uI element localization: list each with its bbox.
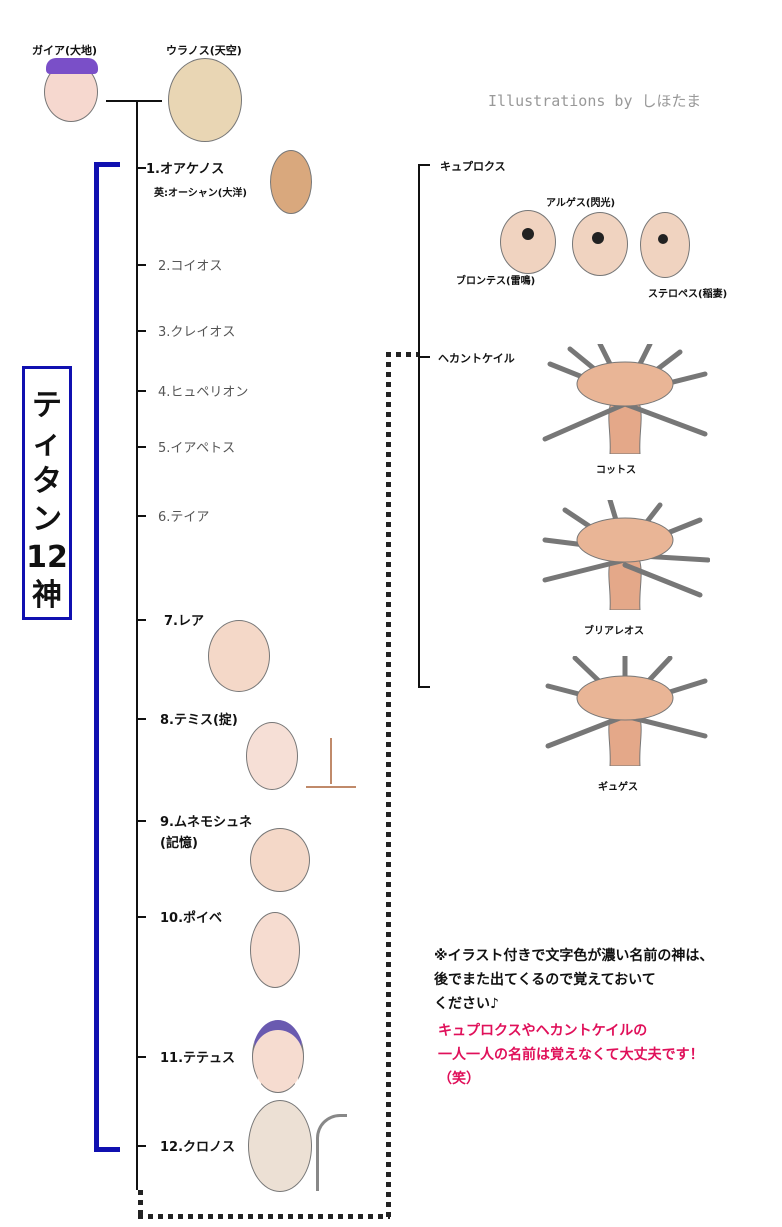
steropes-label: ステロペス(稲妻) xyxy=(648,289,728,300)
arges-label: アルゲス(閃光) xyxy=(546,198,616,209)
cronus-portrait xyxy=(248,1100,312,1192)
note-red-line-3: （笑） xyxy=(438,1071,480,1087)
ouranos-label: ウラノス(天空) xyxy=(166,44,242,57)
titan-6-label: 6.テイア xyxy=(158,510,210,525)
titan-3-label: 3.クレイオス xyxy=(158,325,236,340)
tethys-portrait xyxy=(252,1020,304,1093)
brontes-label: ブロンテス(雷鳴) xyxy=(456,276,536,287)
titan-tick-4 xyxy=(138,390,146,392)
titan-2-label: 2.コイオス xyxy=(158,259,223,274)
siblings-bracket-side xyxy=(418,164,420,688)
dotted-right-line xyxy=(386,352,391,1218)
note-line-1: ※イラスト付きで文字色が濃い名前の神は、 xyxy=(434,948,714,964)
titan-4-label: 4.ヒュペリオン xyxy=(158,385,249,400)
cyclops-eye-icon xyxy=(592,232,604,244)
note-red-line-1: キュプロクスやヘカントケイルの xyxy=(438,1023,648,1039)
titan-tick-8 xyxy=(138,718,146,720)
cottus-illustration xyxy=(542,344,708,454)
cyclops-eye-icon xyxy=(522,228,534,240)
brontes-portrait xyxy=(500,210,556,274)
titan-11-label: 11.テテュス xyxy=(160,1051,236,1066)
titan-trunk-line xyxy=(136,100,138,1190)
ouranos-portrait xyxy=(168,58,242,142)
oceanus-english-note: 英:オーシャン(大洋) xyxy=(154,188,247,199)
titan-9-label: 9.ムネモシュネ xyxy=(160,815,252,830)
titan-tick-11 xyxy=(138,1056,146,1058)
titan-tick-12 xyxy=(138,1145,146,1147)
note-red-line-2: 一人一人の名前は覚えなくて大丈夫です！ xyxy=(438,1047,704,1063)
titan12-title: テ ィ タ ン 12 神 xyxy=(26,388,68,613)
gaia-label: ガイア(大地) xyxy=(32,44,98,57)
gyges-label: ギュゲス xyxy=(598,782,638,793)
titan-tick-3 xyxy=(138,330,146,332)
mnemosyne-note: (記憶) xyxy=(160,836,198,851)
titan-tick-2 xyxy=(138,264,146,266)
titan-tick-6 xyxy=(138,515,146,517)
gaia-hair xyxy=(46,58,98,74)
cyclops-eye-icon xyxy=(658,234,668,244)
titan-5-label: 5.イアペトス xyxy=(158,441,236,456)
titan-tick-10 xyxy=(138,916,146,918)
themis-portrait xyxy=(246,722,298,790)
siblings-bracket-top xyxy=(418,164,430,166)
briareus-illustration xyxy=(542,500,710,610)
titan-tick-9 xyxy=(138,820,146,822)
titan-tick-1 xyxy=(138,167,146,169)
titan-bracket-side xyxy=(94,162,99,1152)
titan-1-label: 1.オアケノス xyxy=(146,162,225,177)
phoebe-portrait xyxy=(250,912,300,988)
cyclopes-group-label: キュプロクス xyxy=(440,160,506,173)
mnemosyne-portrait xyxy=(250,828,310,892)
illustration-credit: Illustrations by しほたま xyxy=(488,92,702,110)
rhea-portrait xyxy=(208,620,270,692)
gyges-illustration xyxy=(545,656,708,766)
cottus-label: コットス xyxy=(596,465,636,476)
siblings-bracket-bottom xyxy=(418,686,430,688)
titan-7-label: 7.レア xyxy=(164,614,204,629)
titan-tick-7 xyxy=(138,619,146,621)
titan-bracket-top xyxy=(94,162,120,167)
parent-link-line xyxy=(106,100,162,102)
arges-portrait xyxy=(572,212,628,276)
titan-bracket-bottom xyxy=(94,1147,120,1152)
dotted-bottom-line xyxy=(138,1214,390,1219)
scales-icon xyxy=(306,738,356,788)
steropes-portrait xyxy=(640,212,690,278)
oceanus-portrait xyxy=(270,150,312,214)
hecatoncheires-group-label: ヘカントケイル xyxy=(438,352,515,365)
briareus-label: ブリアレオス xyxy=(584,626,644,637)
dotted-left-stub xyxy=(138,1190,143,1218)
dotted-top-line xyxy=(386,352,418,357)
titan12-title-box: テ ィ タ ン 12 神 xyxy=(22,366,72,620)
titan-8-label: 8.テミス(掟) xyxy=(160,713,238,728)
titan-10-label: 10.ポイベ xyxy=(160,911,223,926)
scythe-icon xyxy=(316,1114,347,1191)
siblings-bracket-mid xyxy=(418,356,430,358)
titan-12-label: 12.クロノス xyxy=(160,1140,236,1155)
titan-tick-5 xyxy=(138,446,146,448)
note-line-2: 後でまた出てくるので覚えておいて xyxy=(434,972,656,988)
note-line-3: ください♪ xyxy=(434,996,499,1012)
